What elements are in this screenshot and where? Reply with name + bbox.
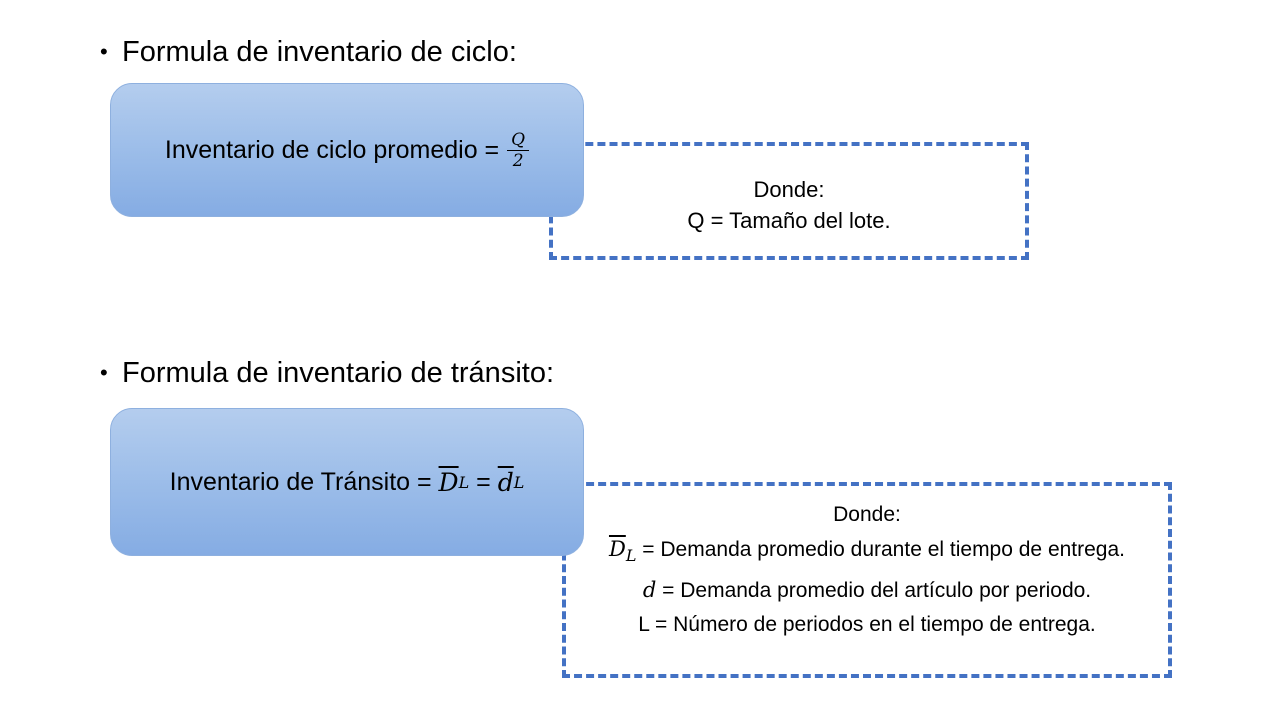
heading-cycle-text: Formula de inventario de ciclo: xyxy=(122,36,517,68)
heading-cycle-inventory: • Formula de inventario de ciclo: xyxy=(100,34,517,70)
transit-note-box: Donde: DL = Demanda promedio durante el … xyxy=(562,482,1172,678)
demand-rate-symbol: d xyxy=(497,467,514,497)
demand-bar-subscript: L xyxy=(458,472,470,492)
demand-rate-subscript: L xyxy=(513,472,525,492)
d-definition: = Demanda promedio del artículo por peri… xyxy=(662,579,1092,603)
heading-transit-inventory: • Formula de inventario de tránsito: xyxy=(100,355,554,391)
fraction-numerator: Q xyxy=(507,130,530,151)
transit-formula-label: Inventario de Tránsito = xyxy=(169,467,432,496)
cycle-note-box: Donde: Q = Tamaño del lote. xyxy=(549,142,1029,260)
bullet-marker: • xyxy=(100,360,108,385)
heading-transit-text: Formula de inventario de tránsito: xyxy=(122,357,554,389)
d-bar-subscript: L xyxy=(625,546,637,566)
cycle-formula-box: Inventario de ciclo promedio = Q 2 xyxy=(110,83,584,217)
bullet-marker: • xyxy=(100,39,108,64)
transit-note-line-3: L = Número de periodos en el tiempo de e… xyxy=(638,613,1096,637)
transit-note-line-1: DL = Demanda promedio durante el tiempo … xyxy=(566,532,1168,573)
d-symbol: d xyxy=(642,578,657,603)
d-bar-symbol: D xyxy=(608,537,626,561)
fraction-denominator: 2 xyxy=(512,150,524,171)
cycle-note-line: Q = Tamaño del lote. xyxy=(687,208,891,233)
transit-note-line-2: d = Demanda promedio del artículo por pe… xyxy=(566,573,1168,608)
cycle-formula-fraction: Q 2 xyxy=(507,130,530,171)
demand-bar-symbol: D xyxy=(438,467,459,497)
transit-note-heading: Donde: xyxy=(833,503,901,526)
formula-equals: = xyxy=(476,467,491,496)
cycle-note-heading: Donde: xyxy=(753,177,825,202)
d-bar-definition: = Demanda promedio durante el tiempo de … xyxy=(642,538,1126,561)
cycle-formula-label: Inventario de ciclo promedio = xyxy=(164,135,500,164)
